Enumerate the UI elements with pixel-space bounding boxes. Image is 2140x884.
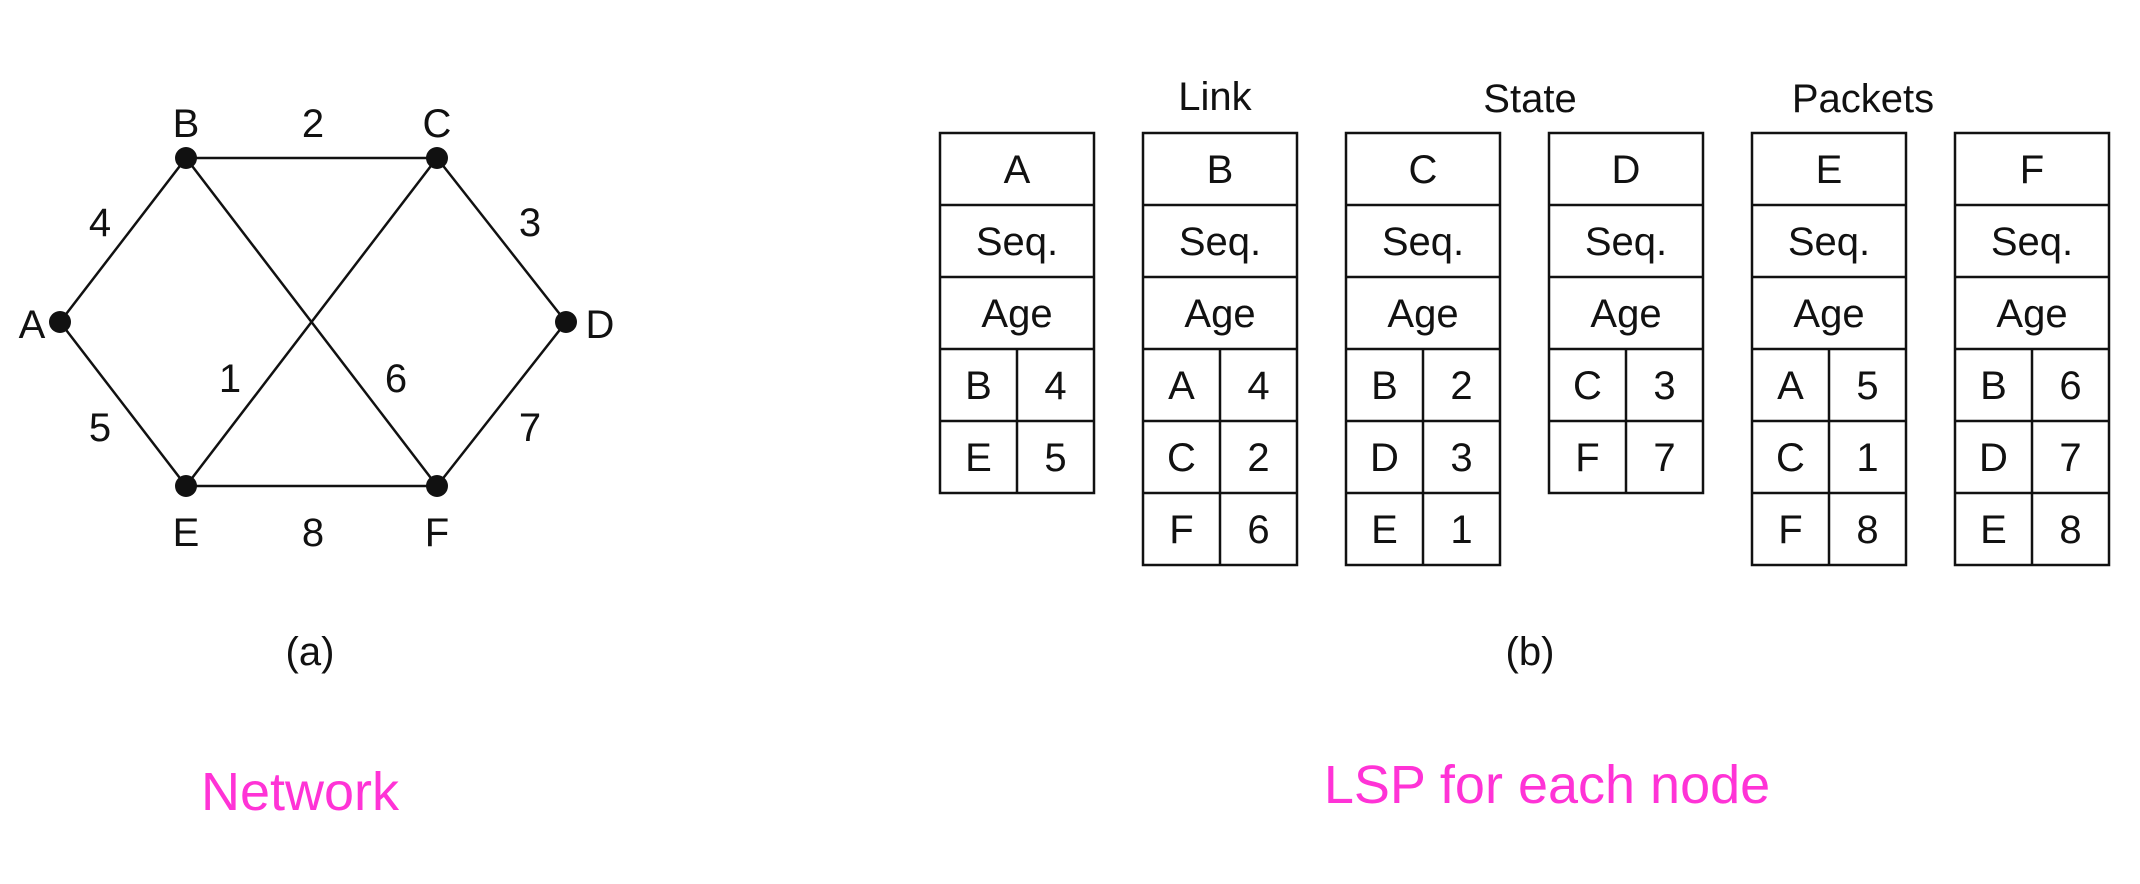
lsp-neighbor: C <box>1167 436 1196 480</box>
edge-c-e <box>185 157 438 487</box>
lsp-seq-field: Seq. <box>1991 220 2073 264</box>
lsp-cost: 3 <box>1653 364 1675 408</box>
lsp-cost: 8 <box>1856 508 1878 552</box>
lsp-neighbor: E <box>1980 508 2007 552</box>
lsp-cost: 6 <box>1247 508 1269 552</box>
lsp-cost: 6 <box>2059 364 2081 408</box>
lsp-age-field: Age <box>981 292 1052 336</box>
lsp-cost: 2 <box>1450 364 1472 408</box>
network-edges <box>59 156 567 488</box>
node-f <box>426 475 448 497</box>
lsp-neighbor: F <box>1169 508 1193 552</box>
lsp-caption: LSP for each node <box>1324 755 1770 815</box>
lsp-neighbor: B <box>1980 364 2007 408</box>
lsp-neighbor: D <box>1370 436 1399 480</box>
edge-a-e <box>59 321 187 487</box>
lsp-cost: 4 <box>1247 364 1269 408</box>
lsp-node-id: B <box>1207 148 1234 192</box>
lsp-node-id: A <box>1004 148 1031 192</box>
lsp-seq-field: Seq. <box>1179 220 1261 264</box>
node-b <box>175 147 197 169</box>
lsp-age-field: Age <box>1996 292 2067 336</box>
node-labels: A B C D E F <box>19 102 615 555</box>
lsp-seq-field: Seq. <box>976 220 1058 264</box>
lsp-age-field: Age <box>1387 292 1458 336</box>
node-c <box>426 147 448 169</box>
edge-cost-c-d: 3 <box>519 201 541 245</box>
edge-a-b <box>59 157 187 323</box>
lsp-cost: 8 <box>2059 508 2081 552</box>
edge-d-f <box>436 321 567 487</box>
lsp-neighbor: E <box>1371 508 1398 552</box>
lsp-node-id: E <box>1816 148 1843 192</box>
edge-cost-a-b: 4 <box>89 201 111 245</box>
lsp-header-word-link: Link <box>1178 75 1252 119</box>
lsp-neighbor: A <box>1168 364 1195 408</box>
lsp-seq-field: Seq. <box>1585 220 1667 264</box>
network-graph: 4 5 2 6 3 1 7 8 A B C D E F <box>19 102 615 555</box>
panel-label-a: (a) <box>286 630 335 674</box>
lsp-neighbor: B <box>1371 364 1398 408</box>
node-a <box>49 311 71 333</box>
lsp-cost: 5 <box>1044 436 1066 480</box>
lsp-cost: 7 <box>1653 436 1675 480</box>
lsp-seq-field: Seq. <box>1788 220 1870 264</box>
lsp-age-field: Age <box>1184 292 1255 336</box>
lsp-cost: 3 <box>1450 436 1472 480</box>
node-e <box>175 475 197 497</box>
lsp-neighbor: E <box>965 436 992 480</box>
lsp-cost: 5 <box>1856 364 1878 408</box>
lsp-neighbor: F <box>1575 436 1599 480</box>
lsp-seq-field: Seq. <box>1382 220 1464 264</box>
lsp-node-id: D <box>1612 148 1641 192</box>
lsp-header-word-state: State <box>1483 77 1576 121</box>
edge-cost-e-f: 8 <box>302 511 324 555</box>
lsp-cost: 1 <box>1856 436 1878 480</box>
lsp-neighbor: F <box>1778 508 1802 552</box>
network-nodes <box>49 147 577 497</box>
lsp-header: Link State Packets <box>1178 75 1934 121</box>
edge-cost-b-c: 2 <box>302 102 324 146</box>
edge-cost-b-f: 6 <box>385 357 407 401</box>
lsp-cost: 4 <box>1044 364 1066 408</box>
lsp-neighbor: D <box>1979 436 2008 480</box>
lsp-neighbor: C <box>1573 364 1602 408</box>
edge-cost-d-f: 7 <box>519 406 541 450</box>
lsp-cost: 1 <box>1450 508 1472 552</box>
lsp-neighbor: C <box>1776 436 1805 480</box>
node-label-b: B <box>173 102 200 146</box>
lsp-age-field: Age <box>1590 292 1661 336</box>
node-label-d: D <box>586 303 615 347</box>
node-label-f: F <box>425 511 449 555</box>
edge-cost-c-e: 1 <box>219 357 241 401</box>
edge-c-d <box>436 157 567 323</box>
node-d <box>555 311 577 333</box>
lsp-cost: 7 <box>2059 436 2081 480</box>
lsp-node-id: F <box>2020 148 2044 192</box>
edge-cost-labels: 4 5 2 6 3 1 7 8 <box>89 102 541 555</box>
lsp-neighbor: A <box>1777 364 1804 408</box>
network-caption: Network <box>201 762 400 822</box>
node-label-c: C <box>423 102 452 146</box>
edge-cost-a-e: 5 <box>89 406 111 450</box>
lsp-header-word-packets: Packets <box>1792 77 1934 121</box>
lsp-age-field: Age <box>1793 292 1864 336</box>
lsp-cost: 2 <box>1247 436 1269 480</box>
lsp-neighbor: B <box>965 364 992 408</box>
panel-label-b: (b) <box>1506 630 1555 674</box>
lsp-node-id: C <box>1409 148 1438 192</box>
node-label-a: A <box>19 303 46 347</box>
node-label-e: E <box>173 511 200 555</box>
